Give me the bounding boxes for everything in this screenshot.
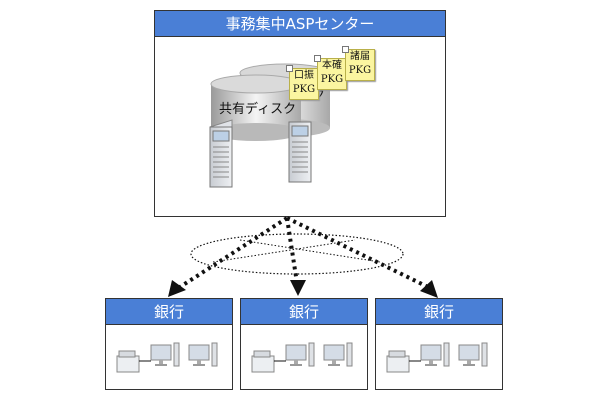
bank-box: 銀行 — [105, 298, 233, 390]
bank-title: 銀行 — [106, 299, 232, 325]
network-star — [212, 239, 381, 263]
shared-disk-label: 共有ディスク — [219, 102, 297, 117]
shared-disk-icon — [210, 74, 302, 141]
asp-center-title: 事務集中ASPセンター — [155, 11, 445, 37]
bank-title: 銀行 — [376, 299, 502, 325]
bank-box: 銀行 — [240, 298, 368, 390]
connection-arrows — [178, 216, 429, 289]
arrow-head-right-icon — [420, 280, 438, 298]
server-icon — [288, 121, 312, 183]
bank-box: 銀行 — [375, 298, 503, 390]
bank-title: 銀行 — [241, 299, 367, 325]
server-icon — [209, 119, 233, 188]
arrow-head-center-icon — [290, 280, 306, 296]
network-ring — [190, 233, 404, 275]
arrow-head-left-icon — [168, 280, 186, 297]
